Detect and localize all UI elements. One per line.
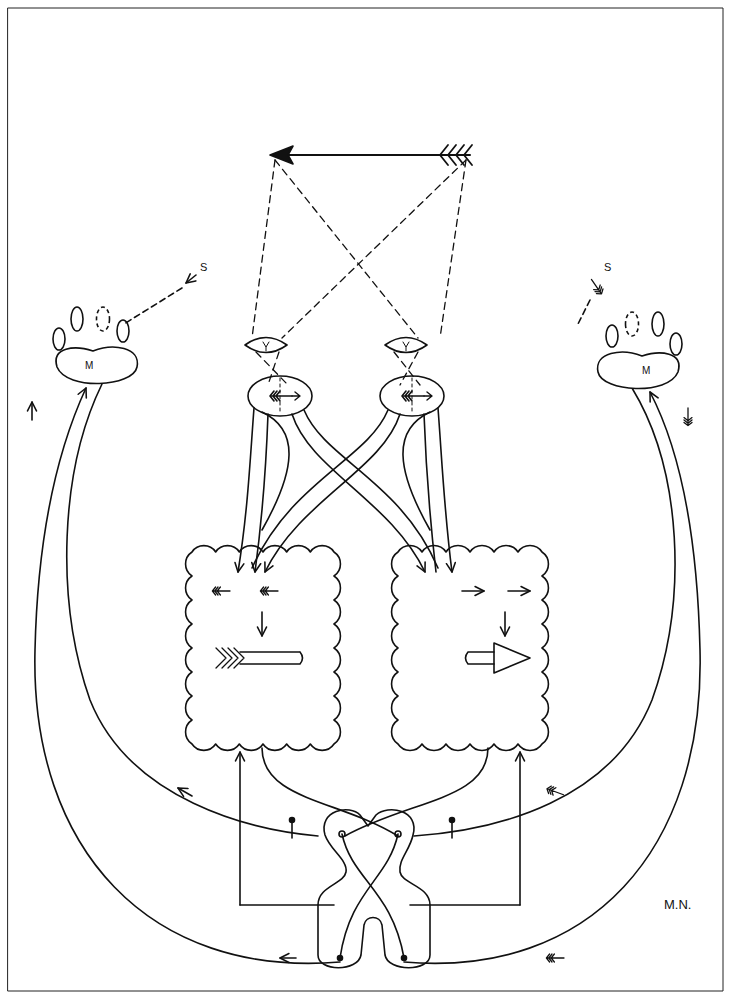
light-rays <box>252 160 466 385</box>
retina <box>248 376 444 416</box>
stimulus-mark: S <box>604 262 611 273</box>
direction-marks <box>32 402 692 962</box>
optic-pathways <box>238 408 452 572</box>
limb-pathways <box>35 384 700 963</box>
viewed-arrow <box>270 145 472 165</box>
muscle-mark: M <box>642 366 650 376</box>
muscle-mark: M <box>85 361 93 371</box>
brainstem <box>318 810 430 968</box>
stimulus-leaders <box>124 275 605 324</box>
hemisphere-outline <box>392 546 549 751</box>
stimulus-mark: S <box>200 262 207 273</box>
paw-outline <box>590 300 690 395</box>
hemisphere-outline <box>186 546 341 751</box>
right-hemisphere-symbols <box>462 591 530 673</box>
paw: M <box>45 295 145 390</box>
eye-lens <box>245 338 427 353</box>
frame <box>8 8 723 991</box>
hemispheres <box>186 546 549 751</box>
left-hemisphere-symbols <box>212 587 302 668</box>
paw-outline <box>45 295 145 390</box>
signature: M.N. <box>664 898 691 911</box>
paw: M <box>590 300 690 395</box>
